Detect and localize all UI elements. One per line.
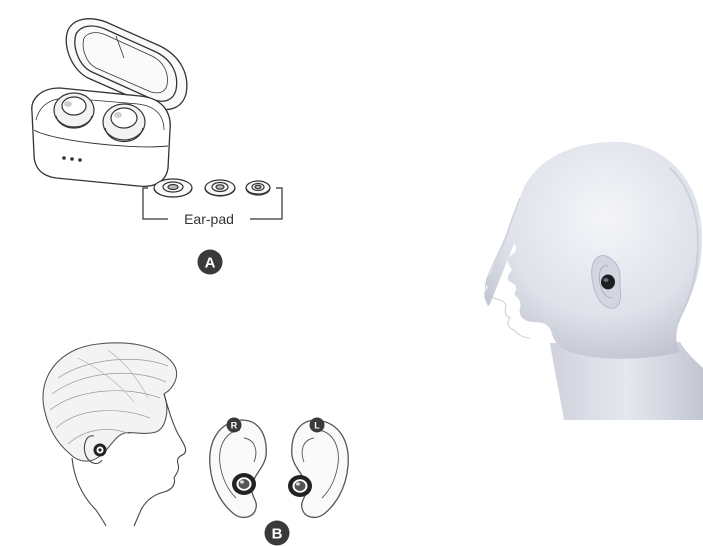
badge-left-label: L xyxy=(314,421,320,431)
earpad-small-icon xyxy=(246,181,270,195)
badge-right: R xyxy=(226,417,242,433)
earpad-label: Ear-pad xyxy=(184,211,234,227)
right-ear xyxy=(210,420,267,517)
earpad-set: Ear-pad xyxy=(140,176,290,232)
head-profile xyxy=(484,142,702,359)
left-earbud-icon xyxy=(288,475,312,497)
right-earbud-in-case xyxy=(103,104,145,142)
left-ear xyxy=(292,420,349,517)
case-body xyxy=(32,88,170,186)
badge-b-label: B xyxy=(272,526,283,543)
charging-case-illustration xyxy=(20,8,195,188)
earpad-large-icon xyxy=(154,179,192,197)
head-wearing-earbud-illustration xyxy=(38,338,198,528)
badge-left: L xyxy=(309,417,325,433)
earpad-medium-icon xyxy=(205,180,235,196)
badge-b: B xyxy=(264,520,290,546)
head-render-with-earbud xyxy=(480,138,703,420)
left-earbud-in-case xyxy=(54,93,94,128)
earbud-in-ear-icon xyxy=(94,444,107,457)
badge-right-label: R xyxy=(231,421,238,431)
right-earbud-icon xyxy=(232,473,256,495)
badge-a-label: A xyxy=(205,255,216,272)
badge-a: A xyxy=(197,249,223,275)
earbud-render-icon xyxy=(601,275,615,290)
